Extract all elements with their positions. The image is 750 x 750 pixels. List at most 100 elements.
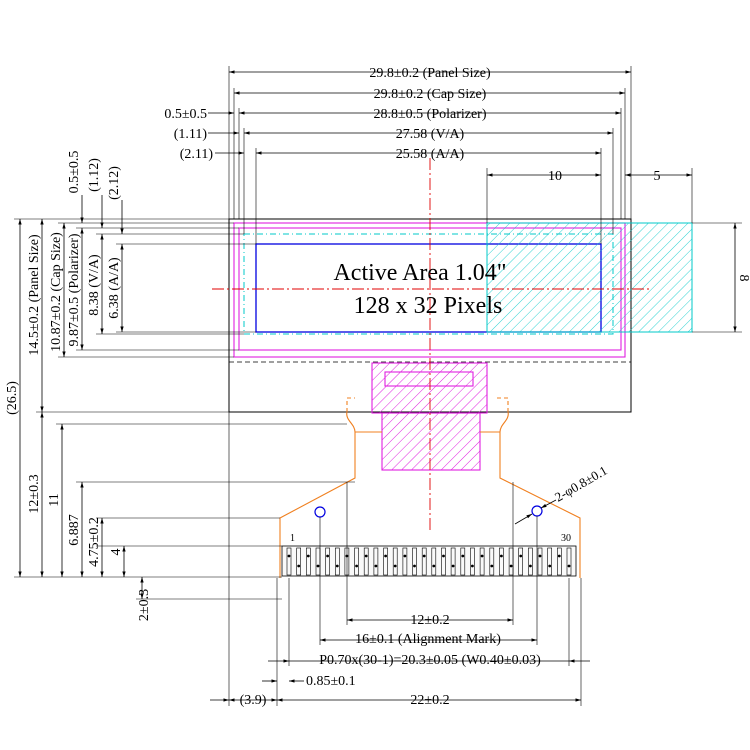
pin-via: [500, 554, 503, 558]
pin: [556, 547, 562, 576]
left-offset-2-11-label: (2.11): [180, 147, 214, 162]
pin: [402, 547, 408, 576]
pin: [547, 547, 553, 576]
pixel-region-8-label: 8: [736, 275, 750, 282]
pin-via: [432, 564, 436, 568]
pin: [354, 547, 359, 576]
pin: [334, 547, 340, 576]
pin-via: [316, 564, 320, 568]
pin-via: [335, 564, 339, 568]
active-area-title: Active Area 1.04": [333, 260, 506, 286]
pin: [537, 547, 543, 576]
pin: [421, 547, 427, 576]
top-offset-2-12-label: (2.12): [107, 166, 122, 200]
cap-height-label: 10.87±0.2 (Cap Size): [49, 232, 64, 352]
pin: [392, 547, 398, 576]
panel-height-label: 14.5±0.2 (Panel Size): [27, 234, 42, 356]
alignment-mark-left: [314, 506, 326, 518]
pixel-detail-region: [486, 222, 693, 333]
fpc-475-label: 4.75±0.2: [87, 517, 102, 567]
pin-via: [557, 554, 561, 558]
pin: [528, 547, 533, 576]
center-lines: [212, 158, 650, 530]
pin-via: [471, 564, 474, 568]
va-width-label: 27.58 (V/A): [396, 127, 465, 142]
fpc-6887-label: 6.887: [67, 514, 82, 546]
right-dimensions: [692, 222, 742, 333]
polarizer-width-label: 28.8±0.5 (Polarizer): [373, 107, 486, 122]
fpc-12-label: 12±0.3: [27, 474, 42, 513]
pin-via: [480, 554, 484, 558]
alignment-mark-right: [531, 505, 543, 517]
left-offset-0-5-label: 0.5±0.5: [164, 107, 207, 122]
left-dimensions: [14, 195, 355, 600]
pin-via: [422, 554, 426, 558]
pixel-region-10-label: 10: [548, 169, 562, 184]
alignment-mark-width-label: 16±0.1 (Alignment Mark): [355, 632, 501, 647]
active-area-pixels: 128 x 32 Pixels: [354, 293, 503, 319]
pin-1-label: 1: [290, 533, 295, 544]
pin-via: [567, 564, 571, 568]
panel-width-label: 29.8±0.2 (Panel Size): [369, 66, 491, 81]
pin-strip: [281, 545, 577, 577]
pin: [296, 547, 302, 576]
pin: [325, 547, 330, 576]
pin-via: [509, 564, 513, 568]
pin: [431, 547, 437, 576]
pin-via: [374, 564, 378, 568]
top-offset-1-12-label: (1.12): [87, 158, 102, 192]
pin: [383, 547, 388, 576]
pin: [489, 547, 495, 576]
pin: [373, 547, 379, 576]
pin-via: [548, 564, 552, 568]
pin-30-label: 30: [561, 533, 571, 544]
pin: [470, 547, 475, 576]
pin-via: [355, 564, 358, 568]
pin-pitch-label: P0.70x(30-1)=20.3±0.05 (W0.40±0.03): [319, 653, 541, 668]
pin: [450, 547, 456, 576]
top-dimensions: [208, 66, 693, 244]
left-offset-1-11-label: (1.11): [174, 127, 208, 142]
pin-via: [519, 554, 523, 558]
pin-via: [326, 554, 329, 558]
fpc-2-label: 2±0.3: [137, 589, 152, 621]
edge-085-label: 0.85±0.1: [306, 674, 356, 689]
pin: [305, 547, 311, 576]
pin-via: [287, 554, 291, 558]
pin-via: [538, 554, 542, 558]
pin: [441, 547, 446, 576]
aa-height-label: 6.38 (A/A): [107, 257, 122, 319]
pin: [412, 547, 417, 576]
top-offset-0-5-label: 0.5±0.5: [67, 151, 82, 194]
pixel-region-5-label: 5: [654, 169, 661, 184]
fpc-outline: [279, 397, 581, 578]
pin: [363, 547, 369, 576]
fpc-4-label: 4: [109, 549, 124, 556]
pin: [566, 547, 572, 576]
pin-via: [306, 554, 310, 558]
pin-via: [490, 564, 494, 568]
pin: [499, 547, 504, 576]
pin: [479, 547, 485, 576]
va-height-label: 8.38 (V/A): [87, 254, 102, 316]
pin-via: [297, 564, 301, 568]
pin-via: [529, 564, 532, 568]
pin: [518, 547, 524, 576]
pin-via: [364, 554, 368, 558]
pin-via: [393, 564, 397, 568]
total-height-label: (26.5): [5, 381, 20, 415]
pin: [460, 547, 466, 576]
pin-via: [413, 564, 416, 568]
offset-39-label: (3.9): [240, 693, 267, 708]
pin-via: [451, 564, 455, 568]
cap-width-label: 29.8±0.2 (Cap Size): [374, 87, 487, 102]
hole-label: 2-φ0.8±0.1: [552, 463, 610, 505]
bottom-dimensions: [210, 412, 590, 706]
fpc-11-label: 11: [47, 493, 62, 506]
hole-callout: [514, 499, 557, 525]
ic-bonding-area: [371, 362, 488, 471]
fpc-width-22-label: 22±0.2: [410, 693, 449, 708]
width-12-label: 12±0.2: [410, 613, 449, 628]
pin-via: [403, 554, 407, 558]
